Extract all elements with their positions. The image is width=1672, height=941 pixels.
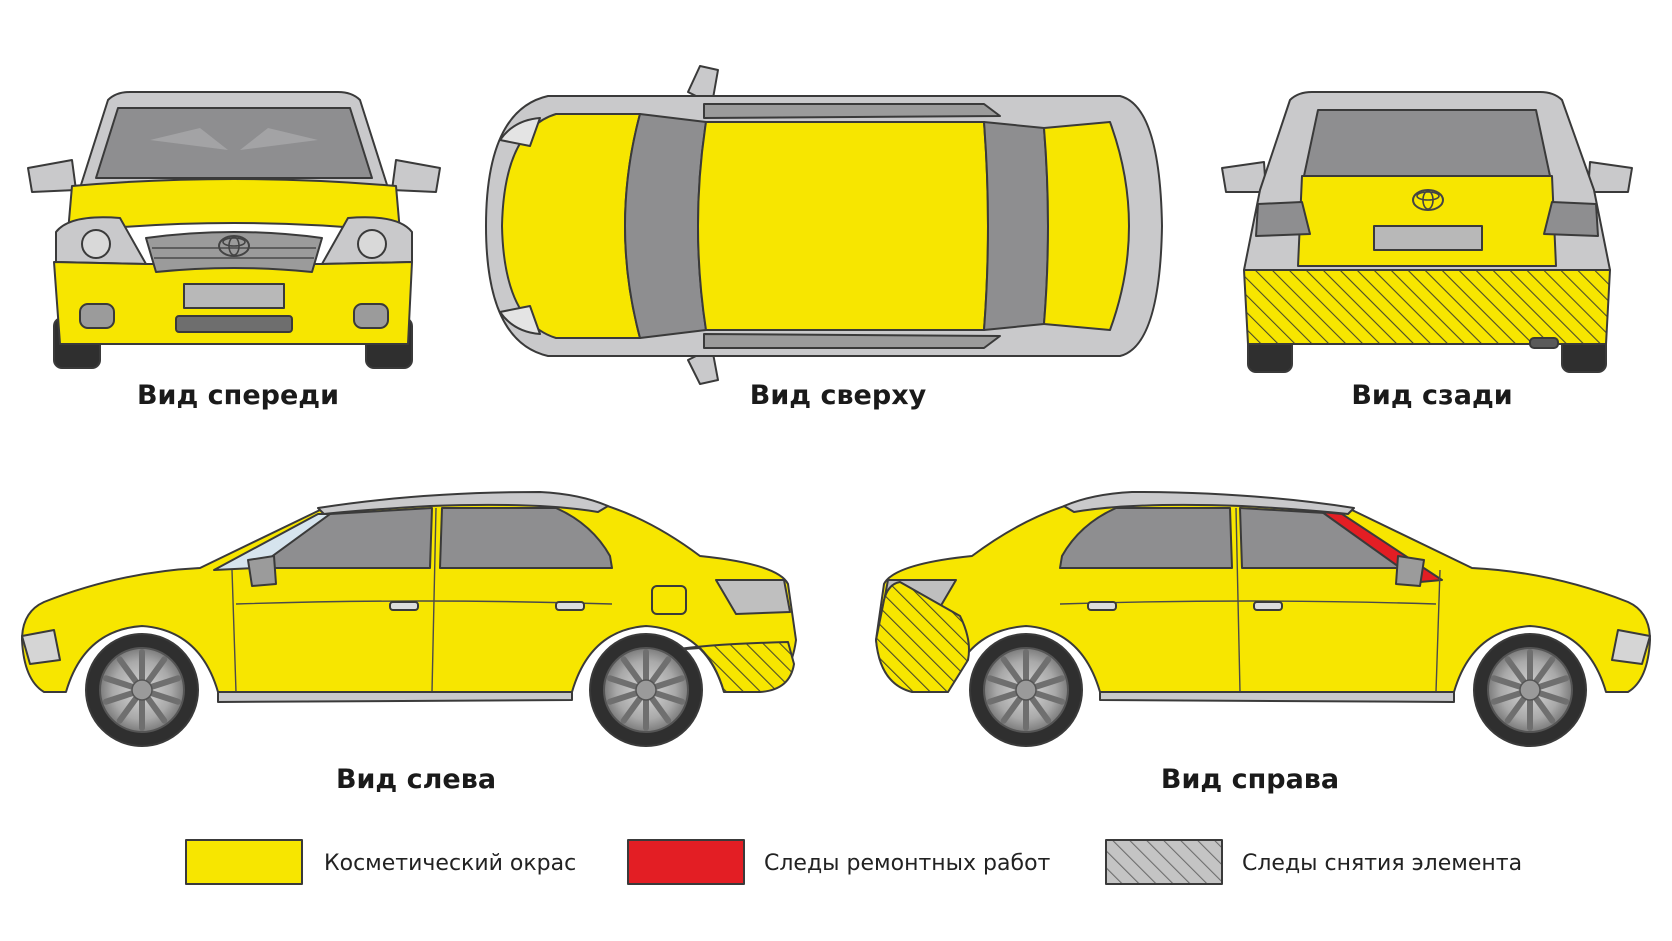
left-view: Вид слева <box>21 491 797 795</box>
top-view-label: Вид сверху <box>750 380 927 411</box>
legend-swatch-repair <box>627 839 745 885</box>
legend-label-removed: Следы снятия элемента <box>1242 851 1522 876</box>
right-view: Вид справа <box>875 491 1651 795</box>
front-view-label: Вид спереди <box>137 380 339 411</box>
rear-view-label: Вид сзади <box>1351 380 1512 411</box>
top-view: Вид сверху <box>485 65 1163 411</box>
legend-item-removed: Следы снятия элемента <box>1105 839 1522 885</box>
legend-label-repair: Следы ремонтных работ <box>764 851 1051 876</box>
legend-item-cosmetic: Косметический окрас <box>185 839 576 885</box>
left-view-label: Вид слева <box>336 764 496 795</box>
legend-swatch-cosmetic <box>185 839 303 885</box>
legend-swatch-removed <box>1105 839 1223 885</box>
right-view-label: Вид справа <box>1161 764 1339 795</box>
legend-label-cosmetic: Косметический окрас <box>324 851 576 876</box>
legend: Косметический окрас Следы ремонтных рабо… <box>185 839 1522 885</box>
rear-view: Вид сзади <box>1221 91 1633 411</box>
legend-item-repair: Следы ремонтных работ <box>627 839 1051 885</box>
front-view: Вид спереди <box>27 91 441 411</box>
